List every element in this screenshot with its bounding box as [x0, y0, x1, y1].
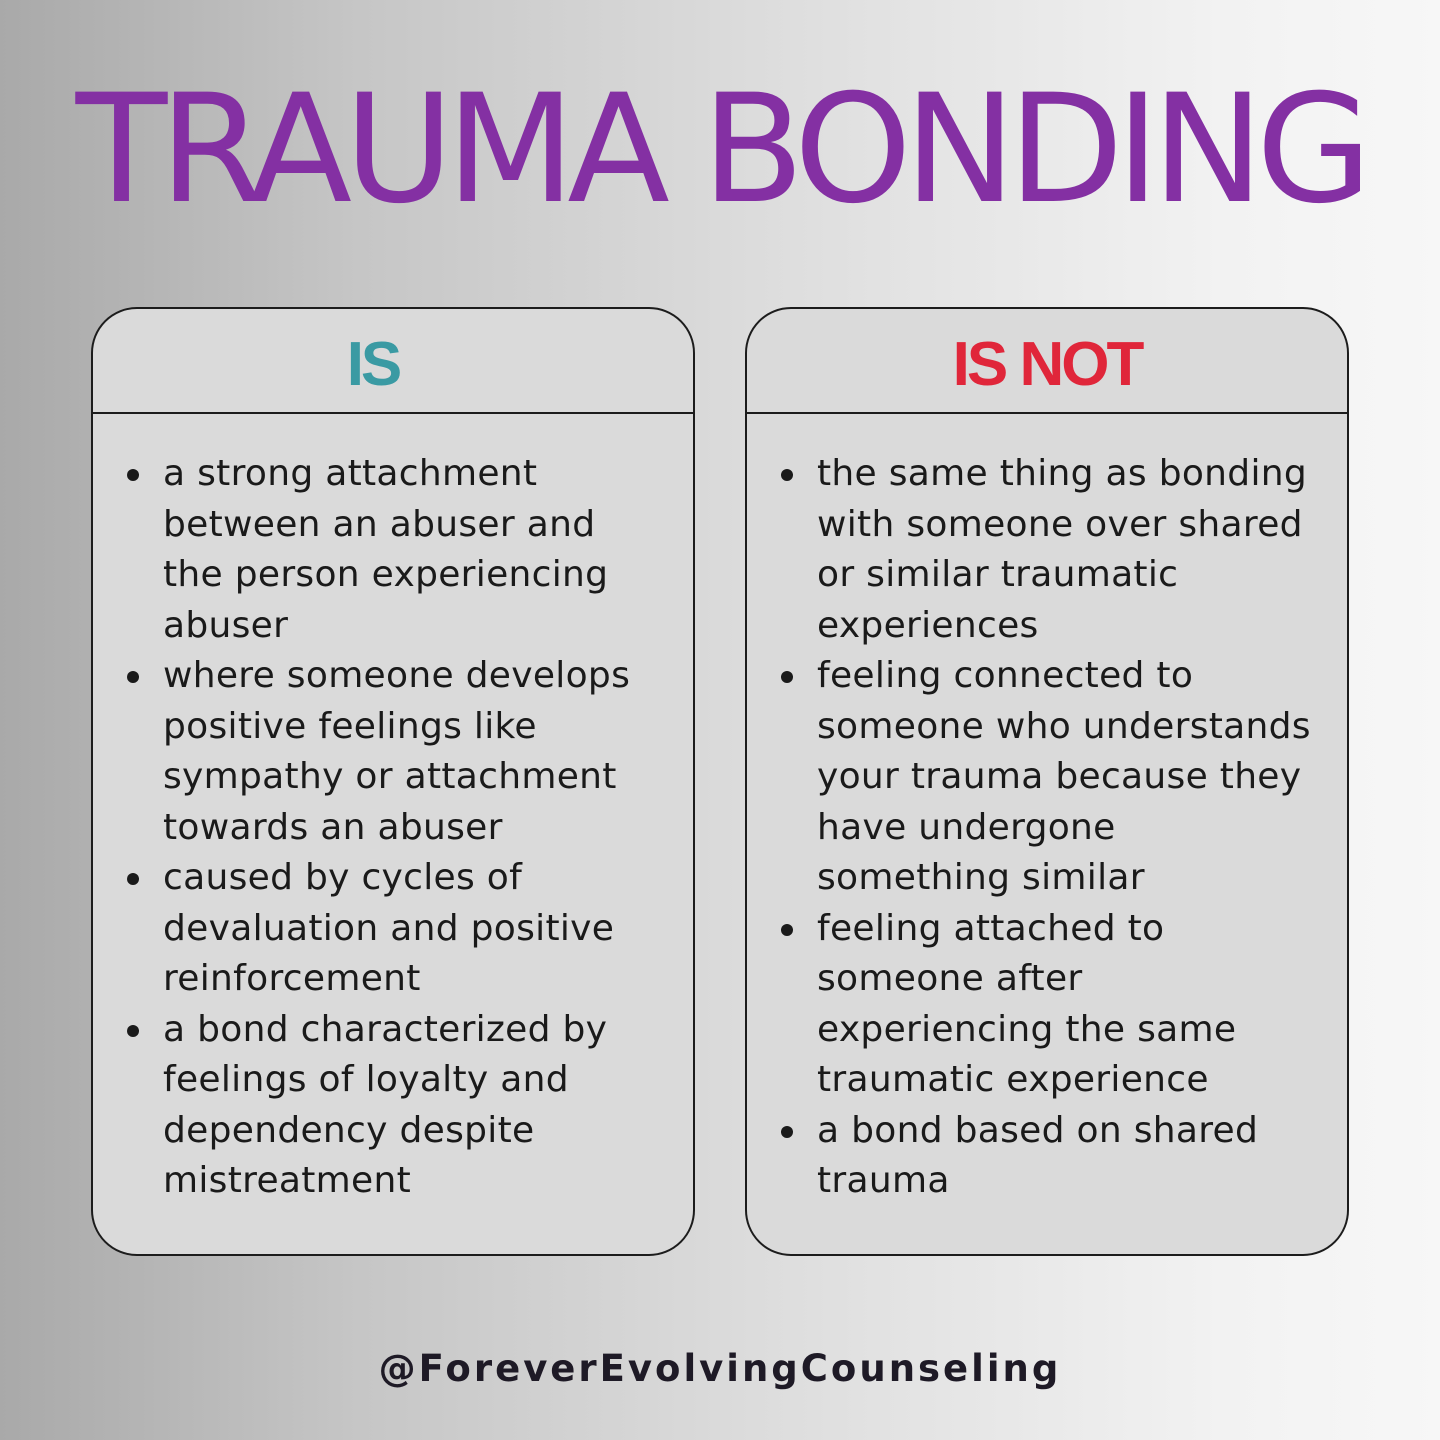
is-card: IS a strong attachment between an abuser … — [91, 307, 695, 1256]
list-item-line: with someone over shared — [817, 503, 1303, 545]
list-item-line: feeling attached to — [817, 907, 1165, 949]
list-item-line: abuser — [163, 604, 289, 646]
list-item: feeling connected to someone who understa… — [781, 651, 1317, 904]
is-not-card-header: IS NOT — [747, 309, 1347, 414]
list-item-line: between an abuser and — [163, 503, 596, 545]
list-item-line: reinforcement — [163, 958, 421, 999]
list-item: a bond characterized by feelings of loyal… — [127, 1005, 663, 1207]
bullet-icon — [781, 671, 793, 683]
list-item-line: the same thing as bonding — [817, 453, 1308, 494]
list-item: a bond based on shared trauma — [781, 1106, 1317, 1207]
is-not-heading: IS NOT — [952, 329, 1145, 399]
list-item-line: someone who understands — [817, 705, 1311, 747]
list-item-line: someone after — [817, 958, 1083, 999]
list-item-line: traumatic experience — [817, 1059, 1209, 1100]
list-item-line: feelings of loyalty and — [163, 1059, 569, 1100]
list-item-line: positive feelings like — [163, 705, 537, 747]
list-item-line: a bond based on shared — [817, 1109, 1259, 1151]
social-handle: @ForeverEvolvingCounseling — [378, 1347, 1062, 1390]
list-item-line: your trauma because they — [817, 756, 1302, 797]
list-item-line: the person experiencing — [163, 554, 609, 595]
list-item-line: or similar traumatic — [817, 554, 1179, 595]
page-title: TRAUMA BONDING — [75, 63, 1373, 237]
list-item: the same thing as bonding with someone ov… — [781, 449, 1317, 651]
list-item-line: dependency despite — [163, 1109, 535, 1151]
list-item-line: a bond characterized by — [163, 1008, 608, 1050]
list-item-line: towards an abuser — [163, 806, 503, 848]
list-item-line: devaluation and positive — [163, 907, 615, 949]
list-item-line: mistreatment — [163, 1160, 412, 1201]
bullet-icon — [127, 873, 139, 885]
list-item-line: trauma — [817, 1160, 950, 1201]
is-card-header: IS — [93, 309, 693, 414]
list-item: where someone develops positive feelings … — [127, 651, 663, 853]
is-heading: IS — [346, 329, 403, 399]
bullet-icon — [781, 1125, 793, 1138]
list-item-line: a strong attachment — [163, 453, 538, 494]
list-item-line: feeling connected to — [817, 655, 1194, 696]
bullet-icon — [127, 671, 139, 683]
list-item-line: experiencing the same — [817, 1008, 1237, 1050]
list-item-line: have undergone — [817, 806, 1116, 848]
bullet-icon — [127, 469, 139, 481]
list-item-line: sympathy or attachment — [163, 756, 617, 797]
is-not-list: the same thing as bonding with someone ov… — [781, 449, 1317, 1207]
bullet-icon — [781, 923, 793, 936]
list-item: feeling attached to someone after experien… — [781, 904, 1317, 1106]
bullet-icon — [781, 469, 793, 481]
list-item-line: something similar — [817, 857, 1145, 898]
list-item: caused by cycles of devaluation and posit… — [127, 853, 663, 1005]
list-item-line: caused by cycles of — [163, 857, 523, 898]
is-list: a strong attachment between an abuser and… — [127, 449, 663, 1207]
list-item-line: experiences — [817, 604, 1039, 646]
list-item-line: where someone develops — [163, 655, 631, 696]
list-item: a strong attachment between an abuser and… — [127, 449, 663, 651]
bullet-icon — [127, 1024, 139, 1037]
is-not-card: IS NOT the same thing as bonding with som… — [745, 307, 1349, 1256]
